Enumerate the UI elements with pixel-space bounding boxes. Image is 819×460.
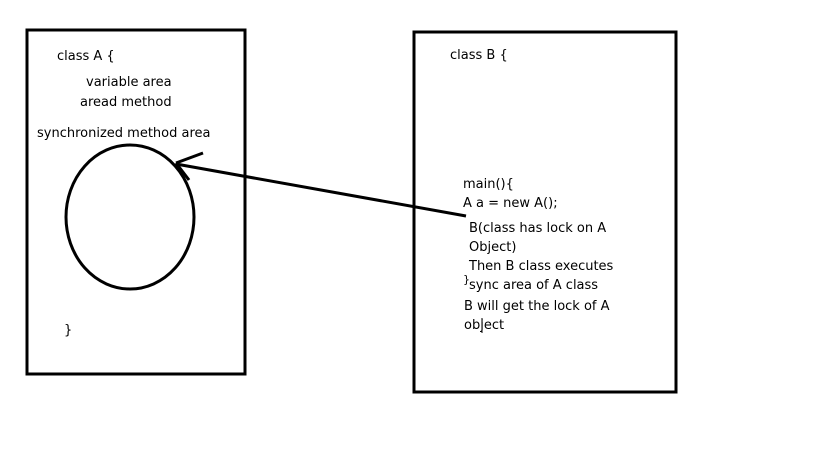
class-b-note-line3: Then B class executes [469,259,614,274]
class-b-note-line6: object [464,318,505,333]
class-b-main: main(){ [463,177,514,192]
class-b-header: class B { [450,48,508,63]
class-b-instantiation: A a = new A(); [463,196,558,211]
class-b-note-line5: B will get the lock of A [464,299,610,314]
lock-arrow-shaft [175,162,467,218]
class-a-closing-brace: } [64,323,73,338]
class-b-box [412,30,678,394]
class-a-variable-area: variable area [86,75,172,90]
lock-arrow-head-lower [174,162,191,181]
class-b-note-line2: Object) [469,240,517,255]
class-a-aread-method: aread method [80,95,172,110]
class-a-sync-area-label: synchronized method area [37,126,211,141]
class-b-note-line4: sync area of A class [469,278,599,293]
class-b-note-line1: B(class has lock on A [469,221,607,236]
lock-arrow-head-upper [175,151,204,165]
class-a-header: class A { [57,49,115,64]
class-a-box [25,28,247,376]
sync-area-ellipse [64,143,196,291]
class-b-brace: } [463,273,470,286]
